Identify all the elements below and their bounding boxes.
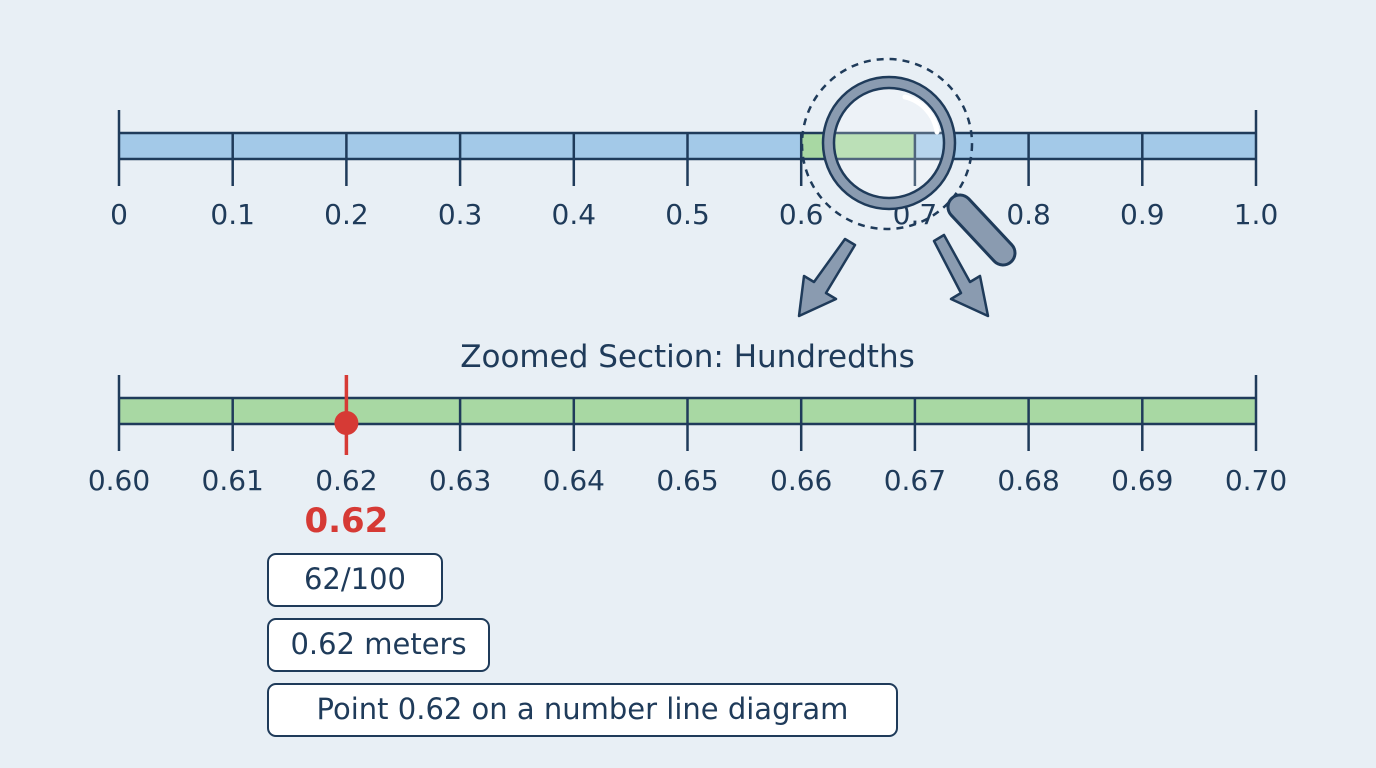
magnifier-rim-inner-edge [832,86,946,200]
tenths-label-0-9: 0.9 [1120,198,1165,231]
tenths-label-0-8: 0.8 [1006,198,1051,231]
hundredths-label-0-67: 0.67 [884,464,946,497]
magnifier-rim-outer-edge [821,75,957,211]
hundredths-label-0-69: 0.69 [1111,464,1173,497]
hundredths-label-0-63: 0.63 [429,464,491,497]
arrow-down-left-icon [797,237,857,318]
tenths-ticks [231,133,1144,186]
fraction-box: 62/100 [267,553,443,607]
tenths-number-line: 0 0.1 0.2 0.3 0.4 0.5 0.6 0.7 0.8 0.9 1.… [110,110,1278,231]
magnifier-icon [800,57,1017,267]
hundredths-label-0-62: 0.62 [315,464,377,497]
hundredths-ticks [231,398,1144,451]
tenths-label-0-5: 0.5 [665,198,710,231]
tenths-label-0-4: 0.4 [552,198,597,231]
highlighted-tenth-segment [801,133,915,159]
zoom-section-title: Zoomed Section: Hundredths [460,339,915,375]
magnifier-dashed-ring [800,57,974,231]
hundredths-label-0-66: 0.66 [770,464,832,497]
tenths-label-0-6: 0.6 [779,198,824,231]
point-marker: 0.62 [304,375,388,541]
point-marker-dot [334,411,359,435]
tenths-label-1-0: 1.0 [1234,198,1279,231]
tenths-tick-labels: 0 0.1 0.2 0.3 0.4 0.5 0.6 0.7 0.8 0.9 1.… [110,198,1278,231]
tenths-label-0-1: 0.1 [210,198,255,231]
tenths-label-0: 0 [110,198,128,231]
hundredths-label-0-64: 0.64 [543,464,605,497]
hundredths-number-line: 0.60 0.61 0.62 0.63 0.64 0.65 0.66 0.67 … [88,375,1287,497]
magnifier-handle [949,196,1014,264]
hundredths-label-0-68: 0.68 [997,464,1059,497]
hundredths-label-0-60: 0.60 [88,464,150,497]
hundredths-label-0-65: 0.65 [656,464,718,497]
arrow-down-right-icon [932,233,990,318]
magnifier-rim [823,77,955,209]
tenths-label-0-2: 0.2 [324,198,369,231]
hundredths-label-0-70: 0.70 [1225,464,1287,497]
arrow-down-right-shape [932,233,990,318]
meters-box: 0.62 meters [267,618,490,672]
tenths-label-0-3: 0.3 [438,198,483,231]
magnifier-glare [902,94,940,135]
hundredths-label-0-61: 0.61 [202,464,264,497]
arrow-down-left-shape [797,237,857,318]
hundredths-tick-labels: 0.60 0.61 0.62 0.63 0.64 0.65 0.66 0.67 … [88,464,1287,497]
point-value-label: 0.62 [304,501,388,541]
caption-box: Point 0.62 on a number line diagram [267,683,898,737]
